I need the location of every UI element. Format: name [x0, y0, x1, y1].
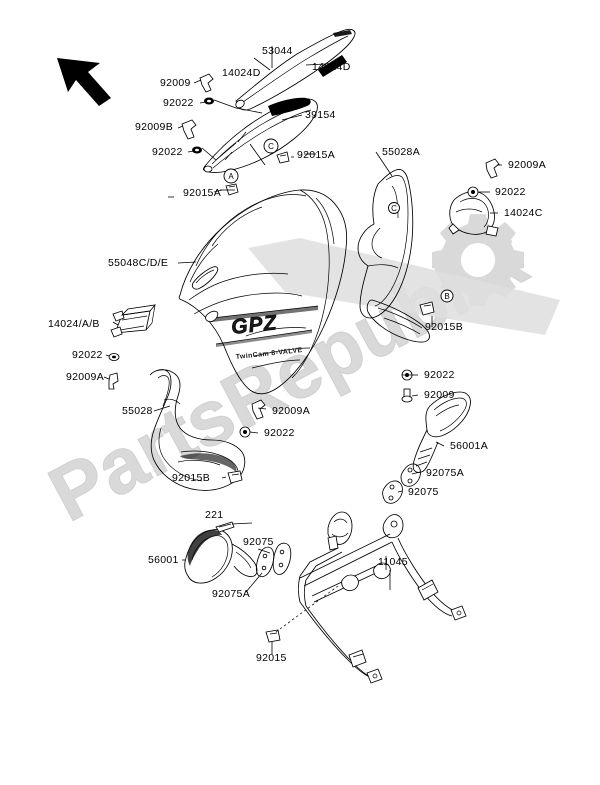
reference-mark-A: A [223, 168, 239, 184]
reference-mark-C-panel: C [388, 202, 400, 214]
callout-11045: 11045 [378, 556, 408, 568]
mirror-56001a [412, 391, 471, 473]
callout-92022-f: 92022 [424, 369, 455, 381]
callout-92009A-a: 92009A [508, 159, 546, 171]
callout-92015A-a: 92015A [297, 149, 335, 161]
mirror-mount-92075 [382, 480, 403, 504]
callout-14024C: 14024C [504, 207, 543, 219]
mirror-mount-92075a [400, 463, 421, 487]
ref-mark-letter-C: C [268, 142, 274, 151]
callout-56001: 56001 [148, 554, 179, 566]
fastener-92022-mirror [401, 369, 413, 381]
callout-92015A-b: 92015A [183, 187, 221, 199]
callout-92075A-a: 92075A [426, 467, 464, 479]
callout-14024D-a: 14024D [222, 67, 261, 79]
callout-14024AB: 14024/A/B [48, 318, 100, 330]
callout-92075A-b: 92075A [212, 588, 250, 600]
ref-mark-letter-C2: C [391, 204, 397, 213]
callout-221: 221 [205, 509, 223, 521]
leader-92015-frame [271, 585, 339, 654]
watermark-swoosh [248, 238, 560, 335]
callout-92009B: 92009B [135, 121, 173, 133]
callout-53044: 53044 [262, 45, 293, 57]
callout-92009: 92009 [160, 77, 191, 89]
callout-92022-d: 92022 [72, 349, 103, 361]
callout-92015-b: 92015 [256, 652, 287, 664]
fastener-92015-frame [265, 629, 281, 643]
main-cowling-55048 [178, 189, 348, 395]
callout-39154: 39154 [305, 109, 336, 121]
fastener-92009A-bracket [108, 372, 119, 390]
windshield-39154 [202, 97, 318, 173]
fastener-92022-lower [192, 146, 202, 154]
mirror-56001 [184, 529, 258, 584]
ref-mark-letter-B: B [444, 292, 449, 301]
callout-56001A: 56001A [450, 440, 488, 452]
fastener-92022-cowl [239, 426, 251, 438]
callout-92015B-b: 92015B [172, 472, 210, 484]
reference-mark-C-top: C [263, 138, 279, 154]
callout-92022-c: 92022 [495, 186, 526, 198]
fastener-92022-right [467, 186, 479, 198]
windscreen-trim-53044 [235, 28, 356, 111]
callout-14024D-b: 14024D [312, 61, 351, 73]
fastener-92022-bracket [108, 353, 120, 361]
callout-55048CDE: 55048C/D/E [108, 257, 168, 269]
callout-92015B-a: 92015B [425, 321, 463, 333]
fastener-92022-upper [204, 97, 214, 105]
fastener-92009-mirror [401, 388, 413, 403]
leader-lines-main [103, 151, 502, 593]
callout-55028: 55028 [122, 405, 153, 417]
frame-bracket-11045 [298, 511, 467, 684]
callout-92009A-b: 92009A [66, 371, 104, 383]
fastener-92009-top [199, 73, 214, 93]
fastener-92015B-right: B [419, 289, 454, 316]
mirror-mount-92075-left [272, 542, 292, 575]
fastener-92015A-left [225, 183, 239, 196]
callout-92009-b: 92009 [424, 389, 455, 401]
fastener-92009B [181, 119, 197, 140]
leader-lines-top [177, 46, 326, 191]
callout-92022-b: 92022 [152, 146, 183, 158]
bracket-221 [215, 521, 253, 533]
fastener-92009A-cowl [251, 399, 266, 420]
bracket-14024ab [110, 304, 157, 338]
callout-55028A: 55028A [382, 146, 420, 158]
callout-92075-b: 92075 [243, 536, 274, 548]
fastener-92009A-right [485, 158, 500, 179]
callout-92075-a: 92075 [408, 486, 439, 498]
mirror-mount-92075a-left [255, 546, 275, 578]
front-direction-arrow [57, 58, 111, 106]
callout-92009A-c: 92009A [272, 405, 310, 417]
gpz-logo-text: GPZ [230, 311, 278, 339]
fastener-92015B-cowl [227, 470, 243, 484]
callout-92022-a: 92022 [163, 97, 194, 109]
callout-labels: 92009 92022 92009B 92022 53044 14024D 14… [48, 45, 546, 664]
callout-92022-e: 92022 [264, 427, 295, 439]
fastener-92015A-right [276, 151, 290, 164]
ref-mark-letter-A: A [228, 172, 234, 181]
side-panel-55028a [357, 169, 430, 343]
